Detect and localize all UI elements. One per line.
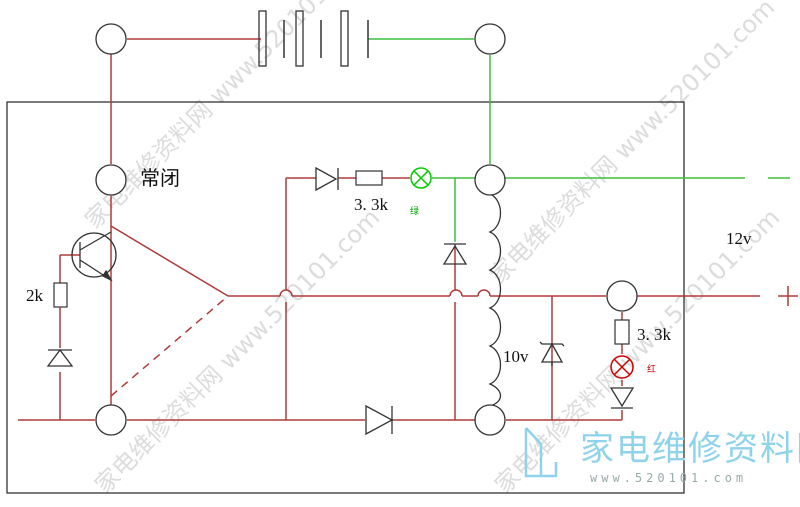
site-logo: 家电维修资料网 www.520101.com	[524, 427, 800, 485]
transistor	[71, 231, 117, 282]
label-green: 绿	[410, 205, 419, 217]
label-10v: 10v	[503, 347, 529, 366]
diode-left	[46, 348, 74, 367]
terminal-coil-bottom	[474, 404, 506, 436]
battery-symbol	[127, 10, 474, 67]
diode-top	[315, 166, 339, 192]
terminal-battery-pos	[474, 23, 506, 55]
terminal-battery-neg	[95, 23, 127, 55]
logo-text: 家电维修资料网	[580, 429, 800, 469]
green-wiring	[432, 55, 790, 242]
terminals	[95, 23, 638, 436]
terminal-right	[606, 280, 638, 312]
zener-diode	[539, 341, 565, 366]
terminal-nc	[95, 164, 127, 196]
lamp-red	[610, 355, 634, 379]
label-red: 红	[647, 363, 656, 375]
terminal-bottom-left	[95, 404, 127, 436]
relay-coil	[488, 193, 502, 407]
lamp-green	[410, 167, 432, 189]
resistor-right	[614, 319, 630, 345]
label-normally-closed: 常闭	[140, 166, 180, 190]
label-resistor-top: 3. 3k	[354, 195, 389, 214]
enclosure-frame	[6, 101, 685, 494]
label-12v: 12v	[726, 229, 752, 248]
logo-icon	[524, 427, 558, 478]
plus-sign	[778, 286, 798, 306]
terminal-coil-top	[474, 164, 506, 196]
logo-url: www.520101.com	[590, 471, 747, 485]
resistor-top	[355, 170, 383, 186]
red-wiring	[18, 54, 760, 421]
diode-right	[609, 387, 635, 409]
diode-vertical	[442, 243, 468, 265]
diodes	[46, 166, 635, 436]
watermark-layer: 家电维修资料网 www.520101.com 家电维修资料网 www.52010…	[79, 0, 785, 499]
label-resistor-right: 3. 3k	[637, 325, 672, 344]
diode-bottom	[365, 404, 394, 436]
watermark-3: 家电维修资料网 www.520101.com	[89, 203, 385, 499]
label-2k: 2k	[26, 286, 44, 305]
